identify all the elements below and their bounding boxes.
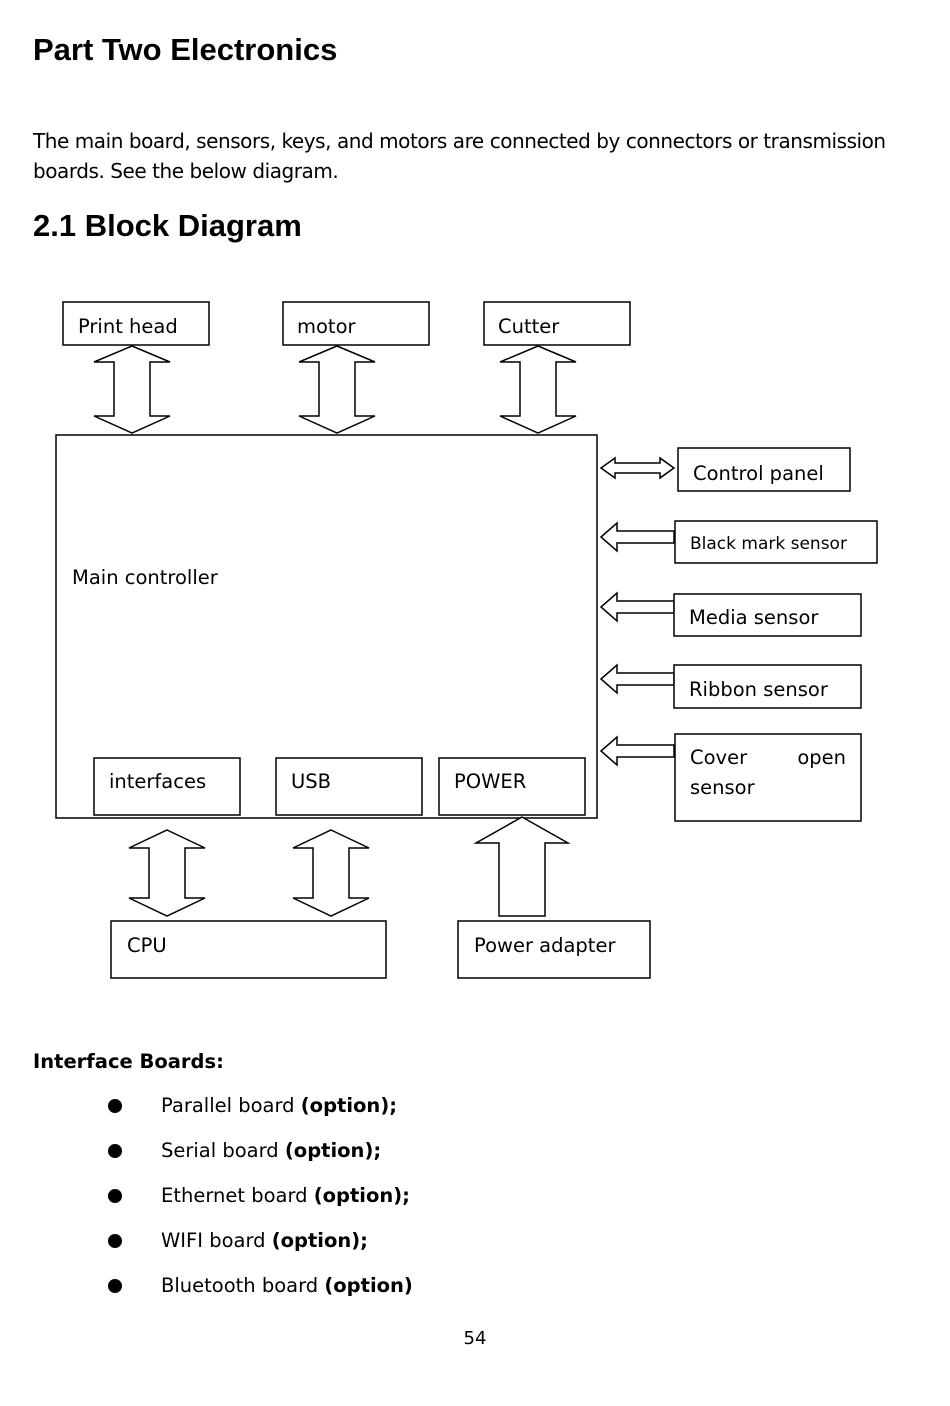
interface-boards-title: Interface Boards: [33,1050,224,1073]
usb-label: USB [291,770,331,793]
left-arrow-icon [599,521,675,553]
up-arrow-icon [473,816,571,917]
cpu-label: CPU [127,934,167,957]
intro-paragraph: The main board, sensors, keys, and motor… [33,129,886,183]
ribbon-sensor-block: Ribbon sensor [673,664,862,709]
board-option: (option) [324,1274,413,1297]
control-panel-block: Control panel [677,447,851,492]
cutter-block: Cutter [483,301,631,346]
double-arrow-icon [292,829,370,917]
cover-sensor-label-cover: Cover [690,746,748,769]
board-name: Bluetooth board [161,1274,325,1297]
cutter-label: Cutter [498,315,560,338]
left-arrow-icon [599,663,675,695]
cover-sensor-label-sensor: sensor [690,776,756,799]
block-diagram: Print head motor Cutter Main controller … [55,301,878,979]
power-label: POWER [454,770,526,793]
board-name: Ethernet board [161,1184,314,1207]
bullet-icon [108,1189,122,1203]
cpu-block: CPU [110,920,387,979]
page-number: 54 [463,1328,487,1349]
print-head-label: Print head [78,315,178,338]
motor-label: motor [297,315,357,338]
section-title: 2.1 Block Diagram [33,208,302,243]
board-name: WIFI board [161,1229,272,1252]
power-adapter-label: Power adapter [474,934,616,957]
power-block: POWER [438,757,586,816]
board-option: (option); [271,1229,368,1252]
board-option: (option); [284,1139,382,1162]
double-arrow-icon [128,829,206,917]
ribbon-sensor-label: Ribbon sensor [689,678,829,701]
bullet-icon [108,1144,122,1158]
left-arrow-icon [599,735,675,767]
bullet-icon [108,1099,122,1113]
cover-open-sensor-block: Cover open sensor [674,733,862,822]
double-arrow-icon [93,345,171,434]
bullet-icon [108,1279,122,1293]
board-name: Parallel board [161,1094,301,1117]
cover-sensor-label-open: open [797,746,846,769]
power-adapter-block: Power adapter [457,920,651,979]
double-arrow-icon [298,345,376,434]
board-option: (option); [300,1094,398,1117]
interfaces-label: interfaces [109,770,206,793]
media-sensor-label: Media sensor [689,606,819,629]
board-name: Serial board [161,1139,285,1162]
page-heading: Part Two Electronics [33,32,338,67]
interfaces-block: interfaces [93,757,241,816]
usb-block: USB [275,757,423,816]
board-option: (option); [313,1184,410,1207]
double-arrow-icon [599,456,676,480]
control-panel-label: Control panel [693,462,824,485]
print-head-block: Print head [62,301,210,346]
main-controller-label: Main controller [72,566,219,589]
media-sensor-block: Media sensor [673,593,862,637]
main-controller-block: Main controller [55,434,598,819]
black-mark-sensor-block: Black mark sensor [674,520,878,564]
bullet-icon [108,1234,122,1248]
black-mark-sensor-label: Black mark sensor [690,534,847,554]
motor-block: motor [282,301,430,346]
double-arrow-icon [499,345,577,434]
left-arrow-icon [599,591,675,623]
